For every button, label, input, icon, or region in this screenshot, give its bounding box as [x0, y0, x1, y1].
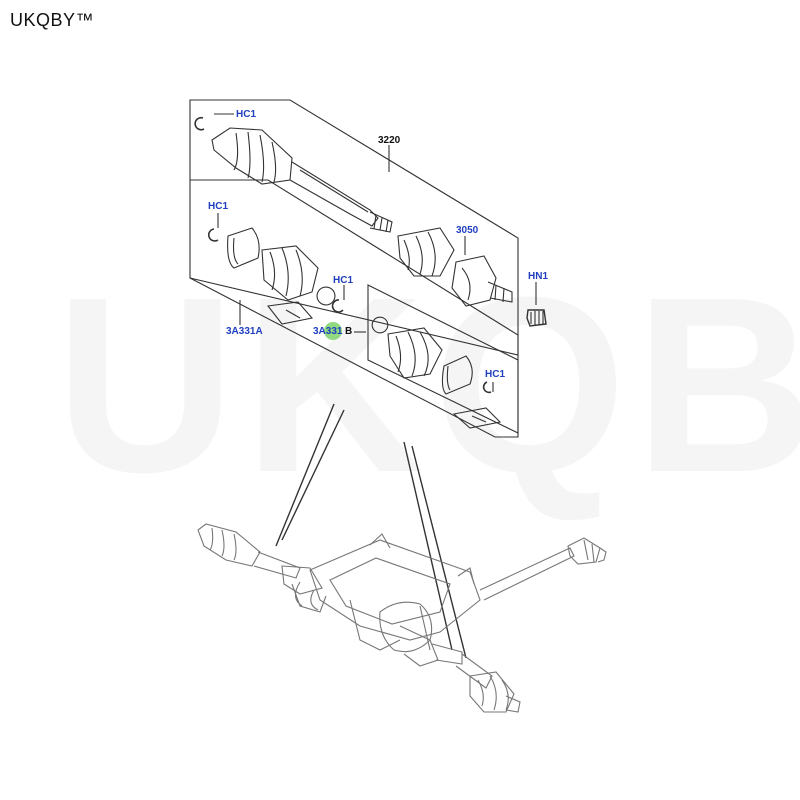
- grease-sachet-a: [266, 301, 314, 325]
- inner-frame-kit-b: [367, 284, 519, 434]
- boot-kit-a: [261, 245, 319, 301]
- circlip-hc1-top: [194, 116, 205, 131]
- callout-part-3220: 3220: [378, 135, 401, 146]
- inner-frame-kit-a: [189, 179, 519, 356]
- inner-cv-boot: [397, 227, 455, 277]
- brand-logo-text: UKQBY™: [10, 10, 95, 30]
- circlip-hc1-mid: [331, 299, 344, 313]
- boot-clamp-large-b: [441, 355, 473, 395]
- circlip-hc1-right: [482, 381, 492, 394]
- callout-hc1-top: HC1: [236, 109, 257, 120]
- outer-frame: [189, 99, 519, 438]
- boot-clamp-small-a: [316, 286, 336, 306]
- grease-sachet-b: [452, 407, 502, 429]
- boot-clamp-large-a: [227, 227, 260, 269]
- boot-kit-b: [387, 327, 443, 379]
- callout-hc1-left: HC1: [208, 201, 229, 212]
- outer-joint-boot: [211, 127, 293, 185]
- inner-cv-joint: [451, 255, 497, 307]
- callout-part-3050: 3050: [456, 225, 479, 236]
- callout-hn1: HN1: [528, 271, 549, 282]
- callout-kit-3a331a: 3A331A: [226, 326, 263, 337]
- callout-hc1-mid: HC1: [333, 275, 354, 286]
- callout-hc1-right: HC1: [485, 369, 506, 380]
- rear-axle-assembly: [197, 523, 607, 713]
- callout-kit-3a331b-prefix: 3A331: [313, 326, 343, 337]
- cv-stub-spline: [487, 281, 513, 303]
- boot-clamp-small-b: [371, 316, 389, 334]
- highlight-hotspot-3a331b[interactable]: [324, 322, 342, 340]
- callout-kit-3a331b-suffix: B: [345, 326, 353, 337]
- circlip-hc1-left: [208, 228, 219, 242]
- hub-nut-hn1: [526, 309, 547, 327]
